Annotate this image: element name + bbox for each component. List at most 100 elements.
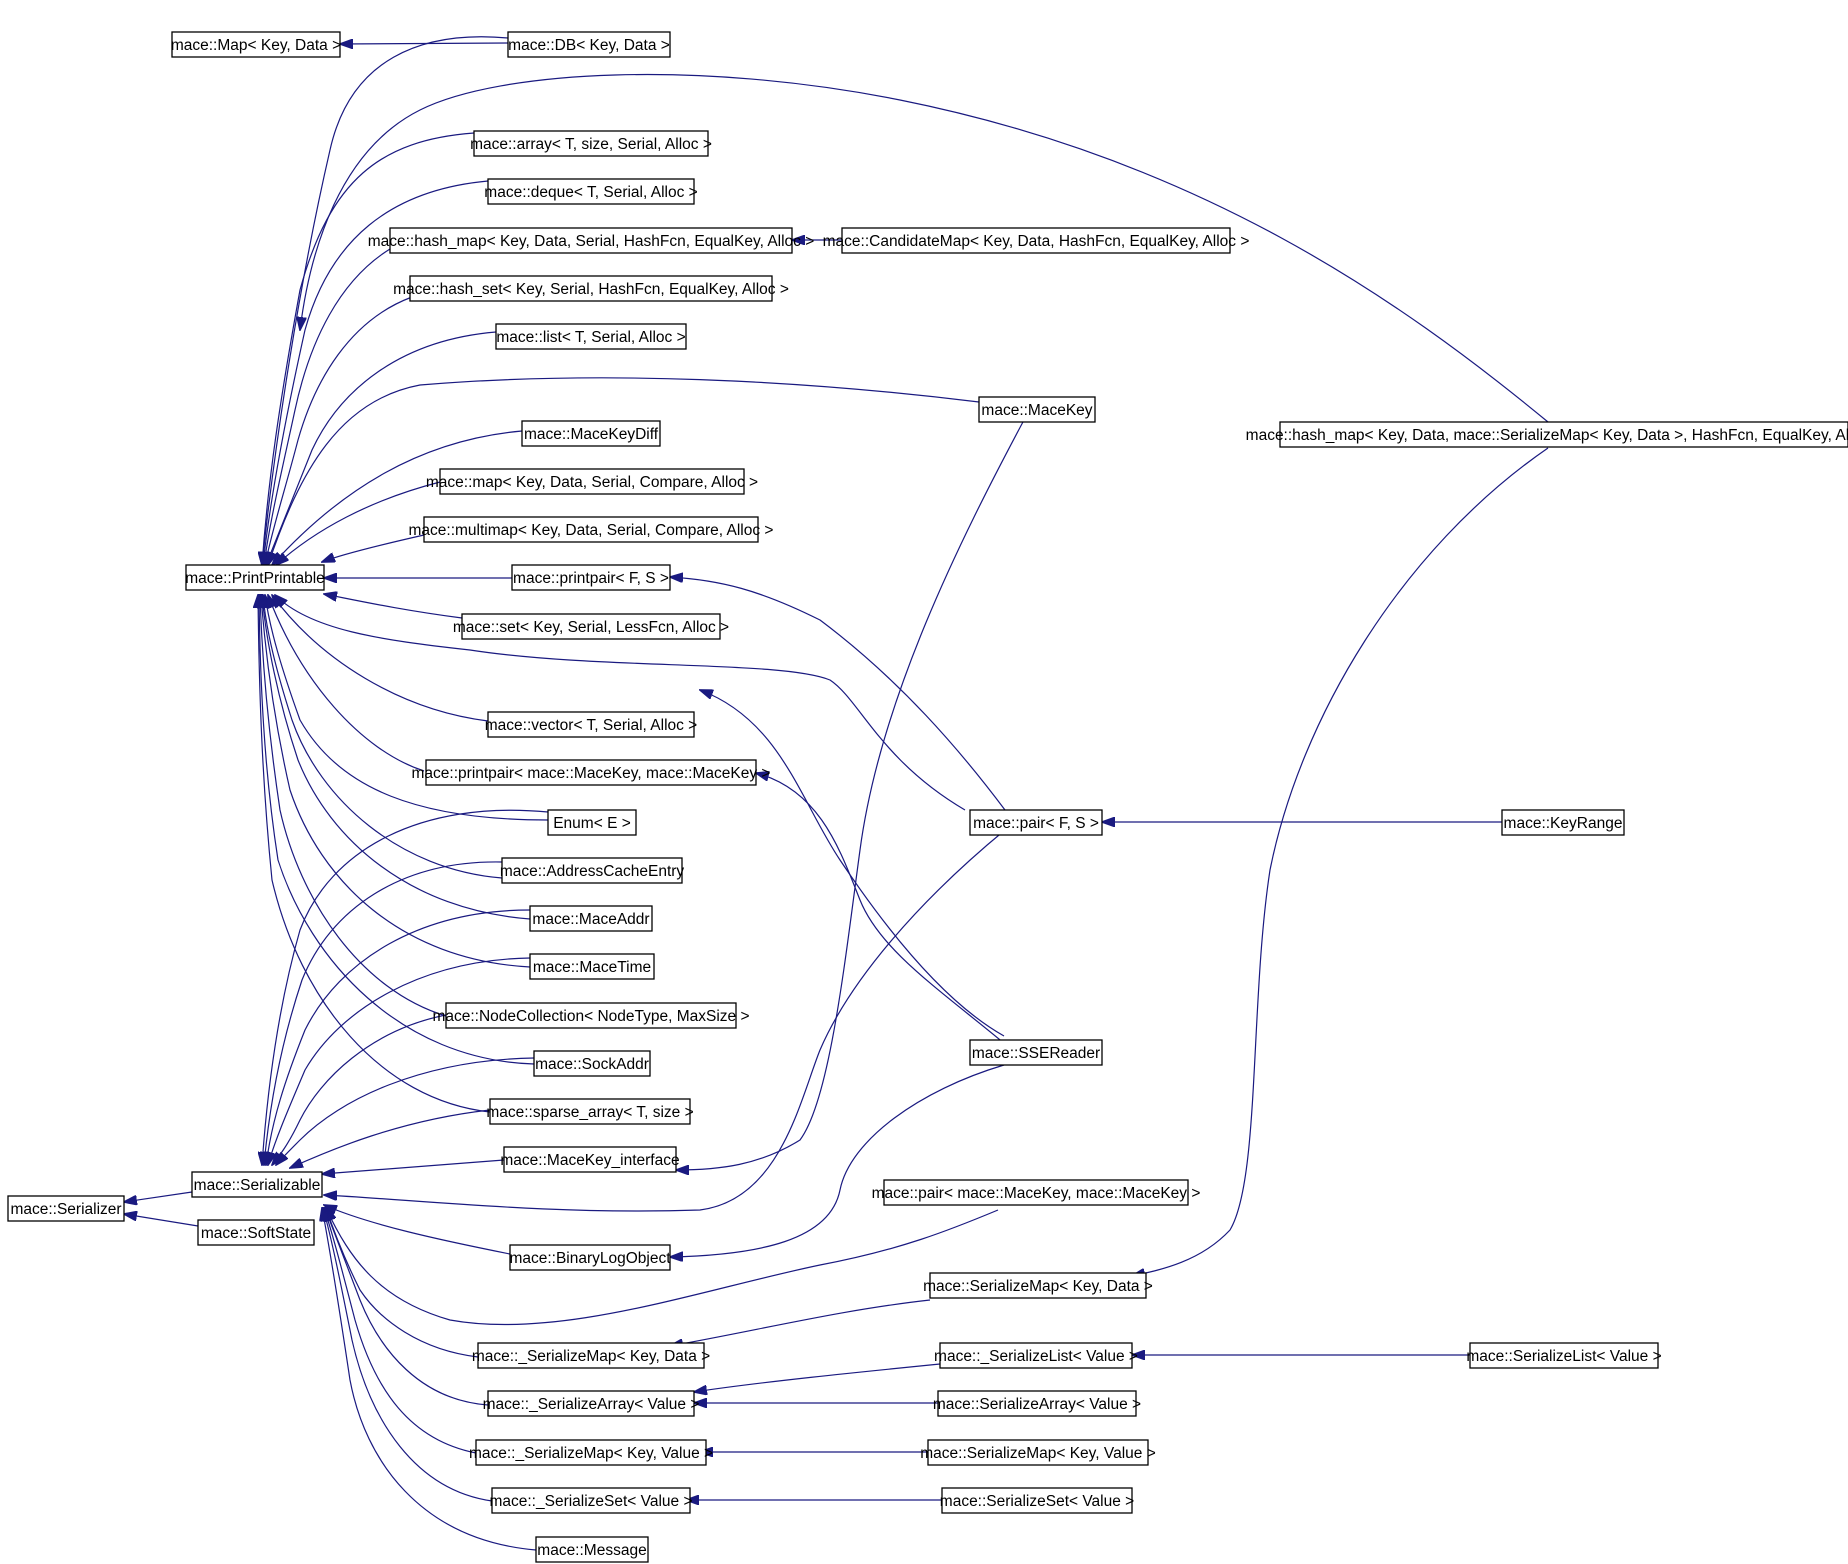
svg-text:mace::MaceKey_interface: mace::MaceKey_interface <box>500 1152 679 1169</box>
svg-text:mace::_SerializeMap< Key, Data: mace::_SerializeMap< Key, Data > <box>472 1348 710 1365</box>
node-multimap[interactable]: mace::multimap< Key, Data, Serial, Compa… <box>409 516 774 543</box>
edge-pairmk-printpairmk <box>756 773 1006 1045</box>
edge-pairmk-serializable <box>326 1208 999 1326</box>
svg-text:mace::DB< Key, Data >: mace::DB< Key, Data > <box>508 37 670 54</box>
edge-serializemapkd-_serializemapkd <box>670 1299 931 1346</box>
node-hashmap2[interactable]: mace::hash_map< Key, Data, mace::Seriali… <box>1246 421 1848 448</box>
edge-_serializeset-serializable <box>323 1208 493 1502</box>
edge-_serializearray-serializable <box>325 1208 489 1406</box>
svg-text:mace::NodeCollection< NodeType: mace::NodeCollection< NodeType, MaxSize … <box>432 1008 749 1025</box>
edge-hashmap-printprintable <box>264 248 391 565</box>
edge-ssereader-printprintable <box>700 690 1005 1037</box>
edge-addresscache-printprintable <box>263 595 503 879</box>
node-hashmap[interactable]: mace::hash_map< Key, Data, Serial, HashF… <box>368 227 815 254</box>
edge-macekeydiff-printprintable <box>272 430 523 565</box>
svg-text:mace::Serializable: mace::Serializable <box>194 1177 321 1194</box>
svg-text:mace::KeyRange: mace::KeyRange <box>1504 815 1623 832</box>
node-serializemapkv[interactable]: mace::SerializeMap< Key, Value > <box>920 1439 1156 1466</box>
edge-set-printprintable <box>324 594 463 619</box>
svg-text:mace::MaceTime: mace::MaceTime <box>533 959 651 976</box>
node-addresscache[interactable]: mace::AddressCacheEntry <box>500 857 685 884</box>
svg-text:mace::printpair< mace::MaceKey: mace::printpair< mace::MaceKey, mace::Ma… <box>412 765 771 782</box>
svg-text:mace::multimap< Key, Data, Ser: mace::multimap< Key, Data, Serial, Compa… <box>409 522 774 539</box>
edge-enum-serializable <box>262 809 549 1165</box>
node-keyrange[interactable]: mace::KeyRange <box>1501 809 1625 836</box>
node-printprintable[interactable]: mace::PrintPrintable <box>185 564 325 591</box>
node-message[interactable]: mace::Message <box>535 1536 649 1563</box>
svg-text:Enum< E >: Enum< E > <box>553 815 631 832</box>
svg-text:mace::MaceKey: mace::MaceKey <box>981 402 1092 419</box>
node-nodecollection[interactable]: mace::NodeCollection< NodeType, MaxSize … <box>432 1002 750 1029</box>
edge-mapc-printprintable <box>276 481 441 565</box>
edge-_serializelist-_serializearray <box>694 1363 941 1392</box>
node-serializearray[interactable]: mace::SerializeArray< Value > <box>933 1390 1141 1417</box>
node-set[interactable]: mace::set< Key, Serial, LessFcn, Alloc > <box>453 613 729 640</box>
edge-binarylog-serializable <box>324 1205 511 1255</box>
node-list[interactable]: mace::list< T, Serial, Alloc > <box>495 323 687 350</box>
svg-text:mace::SoftState: mace::SoftState <box>201 1225 311 1242</box>
svg-text:mace::SSEReader: mace::SSEReader <box>972 1045 1100 1062</box>
node-maceaddr[interactable]: mace::MaceAddr <box>529 905 653 932</box>
node-map[interactable]: mace::Map< Key, Data > <box>171 31 341 58</box>
node-ssereader[interactable]: mace::SSEReader <box>969 1039 1103 1066</box>
node-printpair[interactable]: mace::printpair< F, S > <box>511 564 671 591</box>
node-sparsearray[interactable]: mace::sparse_array< T, size > <box>486 1098 694 1125</box>
node-printpair-mk[interactable]: mace::printpair< mace::MaceKey, mace::Ma… <box>412 759 771 786</box>
node-array[interactable]: mace::array< T, size, Serial, Alloc > <box>470 130 712 157</box>
node-pair[interactable]: mace::pair< F, S > <box>969 809 1103 836</box>
node-mapc[interactable]: mace::map< Key, Data, Serial, Compare, A… <box>426 468 758 495</box>
node-serializemapkd[interactable]: mace::SerializeMap< Key, Data > <box>923 1272 1153 1299</box>
node-enum[interactable]: Enum< E > <box>547 809 637 836</box>
edge-db-map <box>340 43 509 44</box>
svg-text:mace::hash_set< Key, Serial, H: mace::hash_set< Key, Serial, HashFcn, Eq… <box>393 281 789 298</box>
node-db[interactable]: mace::DB< Key, Data > <box>507 31 671 58</box>
node-vector[interactable]: mace::vector< T, Serial, Alloc > <box>485 711 698 738</box>
node-_serializemapkd[interactable]: mace::_SerializeMap< Key, Data > <box>472 1342 710 1369</box>
svg-text:mace::vector< T, Serial, Alloc: mace::vector< T, Serial, Alloc > <box>485 717 698 734</box>
node-pair-mk[interactable]: mace::pair< mace::MaceKey, mace::MaceKey… <box>872 1179 1201 1206</box>
svg-text:mace::PrintPrintable: mace::PrintPrintable <box>185 570 325 587</box>
node-softstate[interactable]: mace::SoftState <box>197 1219 315 1246</box>
edge-pair-printpair <box>670 577 1006 811</box>
node-sockaddr[interactable]: mace::SockAddr <box>533 1050 651 1077</box>
svg-text:mace::SerializeArray< Value >: mace::SerializeArray< Value > <box>933 1396 1141 1413</box>
edge-multimap-printprintable <box>322 534 425 562</box>
svg-text:mace::printpair< F, S >: mace::printpair< F, S > <box>513 570 669 587</box>
svg-text:mace::array< T, size, Serial,: mace::array< T, size, Serial, Alloc > <box>470 136 712 153</box>
svg-text:mace::SerializeList< Value >: mace::SerializeList< Value > <box>1466 1348 1661 1365</box>
node-_serializearray[interactable]: mace::_SerializeArray< Value > <box>483 1390 700 1417</box>
edge-db-printprintable <box>262 36 509 565</box>
node-macetime[interactable]: mace::MaceTime <box>529 953 655 980</box>
svg-text:mace::set< Key, Serial, LessFc: mace::set< Key, Serial, LessFcn, Alloc > <box>453 619 729 636</box>
node-macekeydiff[interactable]: mace::MaceKeyDiff <box>521 420 661 447</box>
edge-softstate-serializer <box>124 1214 199 1227</box>
svg-text:mace::pair< mace::MaceKey, mac: mace::pair< mace::MaceKey, mace::MaceKey… <box>872 1185 1201 1202</box>
svg-text:mace::SerializeMap< Key, Value: mace::SerializeMap< Key, Value > <box>920 1445 1156 1462</box>
edge-sparsearray-serializable <box>290 1109 491 1168</box>
edge-macekeyiface-serializable <box>322 1159 505 1174</box>
node-_serializemapkv[interactable]: mace::_SerializeMap< Key, Value > <box>469 1439 713 1466</box>
node-macekey[interactable]: mace::MaceKey <box>978 396 1096 423</box>
svg-text:mace::Serializer: mace::Serializer <box>10 1201 121 1218</box>
node-serializer[interactable]: mace::Serializer <box>7 1195 125 1222</box>
edge-maceaddr-printprintable <box>262 595 531 920</box>
node-candidatemap[interactable]: mace::CandidateMap< Key, Data, HashFcn, … <box>823 227 1250 254</box>
edge-addresscache-serializable <box>264 861 503 1165</box>
node-_serializelist[interactable]: mace::_SerializeList< Value > <box>934 1342 1138 1369</box>
node-hashset[interactable]: mace::hash_set< Key, Serial, HashFcn, Eq… <box>393 275 789 302</box>
node-macekeyiface[interactable]: mace::MaceKey_interface <box>500 1146 680 1173</box>
svg-text:mace::_SerializeSet< Value >: mace::_SerializeSet< Value > <box>489 1493 692 1510</box>
svg-text:mace::Message: mace::Message <box>537 1542 646 1559</box>
svg-text:mace::_SerializeList< Value >: mace::_SerializeList< Value > <box>934 1348 1138 1365</box>
svg-text:mace::AddressCacheEntry: mace::AddressCacheEntry <box>500 863 685 880</box>
node-serializeset[interactable]: mace::SerializeSet< Value > <box>940 1487 1134 1514</box>
node-_serializeset[interactable]: mace::_SerializeSet< Value > <box>489 1487 693 1514</box>
node-deque[interactable]: mace::deque< T, Serial, Alloc > <box>484 178 698 205</box>
svg-text:mace::deque< T, Serial, Alloc: mace::deque< T, Serial, Alloc > <box>484 184 697 201</box>
edge-macetime-printprintable <box>261 595 531 968</box>
node-serializelist[interactable]: mace::SerializeList< Value > <box>1466 1342 1662 1369</box>
svg-text:mace::MaceKeyDiff: mace::MaceKeyDiff <box>524 426 659 443</box>
node-binarylog[interactable]: mace::BinaryLogObject <box>509 1244 671 1271</box>
node-serializable[interactable]: mace::Serializable <box>191 1171 323 1198</box>
